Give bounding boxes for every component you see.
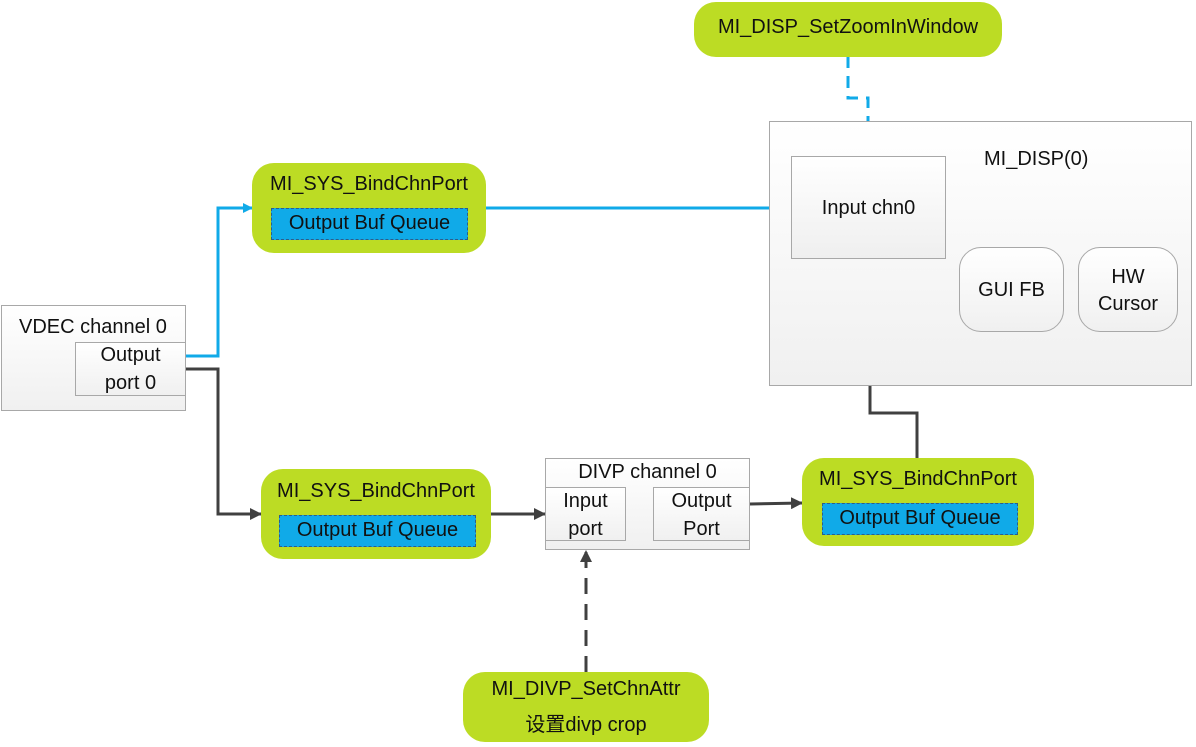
bind-mid-queue: Output Buf Queue	[279, 515, 476, 547]
gui-fb-label: GUI FB	[978, 279, 1045, 301]
vdec-channel-title: VDEC channel 0	[19, 316, 167, 338]
divp-input-port: Input port	[545, 487, 626, 541]
bind-right-queue: Output Buf Queue	[822, 503, 1018, 535]
hw-cursor-label-2: Cursor	[1097, 293, 1158, 315]
hw-cursor-label-1: HW	[1111, 266, 1145, 288]
vdec-output-port: Output port 0	[75, 342, 186, 396]
vdec-output-port-label-1: Output	[100, 344, 161, 366]
bind-right-node: MI_SYS_BindChnPort Output Buf Queue	[802, 458, 1034, 546]
link-vdec-to-bind-top	[186, 203, 253, 358]
disp-input-chn-label: Input chn0	[821, 197, 916, 219]
bind-top-queue: Output Buf Queue	[271, 208, 468, 240]
link-divp-to-bind-right	[749, 497, 803, 510]
divp-api-node: MI_DIVP_SetChnAttr 设置divp crop	[463, 672, 709, 742]
divp-input-port-label-1: Input	[563, 490, 608, 512]
disp-input-chn: Input chn0	[791, 156, 946, 259]
vdec-output-port-label-2: port 0	[104, 372, 157, 394]
disp-title: MI_DISP(0)	[984, 148, 1089, 170]
divp-api-label-2: 设置divp crop	[525, 714, 647, 736]
bind-top-title: MI_SYS_BindChnPort	[270, 173, 468, 195]
divp-api-label-1: MI_DIVP_SetChnAttr	[491, 678, 681, 700]
zoom-api-label: MI_DISP_SetZoomInWindow	[717, 16, 979, 38]
divp-channel-title: DIVP channel 0	[578, 461, 717, 483]
bind-right-title: MI_SYS_BindChnPort	[819, 468, 1017, 490]
link-vdec-to-bind-mid	[186, 367, 262, 520]
divp-output-port-label-1: Output	[671, 490, 732, 512]
bind-mid-node: MI_SYS_BindChnPort Output Buf Queue	[261, 469, 491, 559]
divp-input-port-label-2: port	[568, 518, 603, 540]
gui-fb-node: GUI FB	[959, 247, 1064, 332]
divp-output-port-label-2: Port	[683, 518, 720, 540]
bind-top-node: MI_SYS_BindChnPort Output Buf Queue	[252, 163, 486, 253]
bind-mid-title: MI_SYS_BindChnPort	[277, 480, 475, 502]
zoom-api-node: MI_DISP_SetZoomInWindow	[694, 2, 1002, 57]
hw-cursor-node: HW Cursor	[1078, 247, 1178, 332]
divp-output-port: Output Port	[653, 487, 750, 541]
